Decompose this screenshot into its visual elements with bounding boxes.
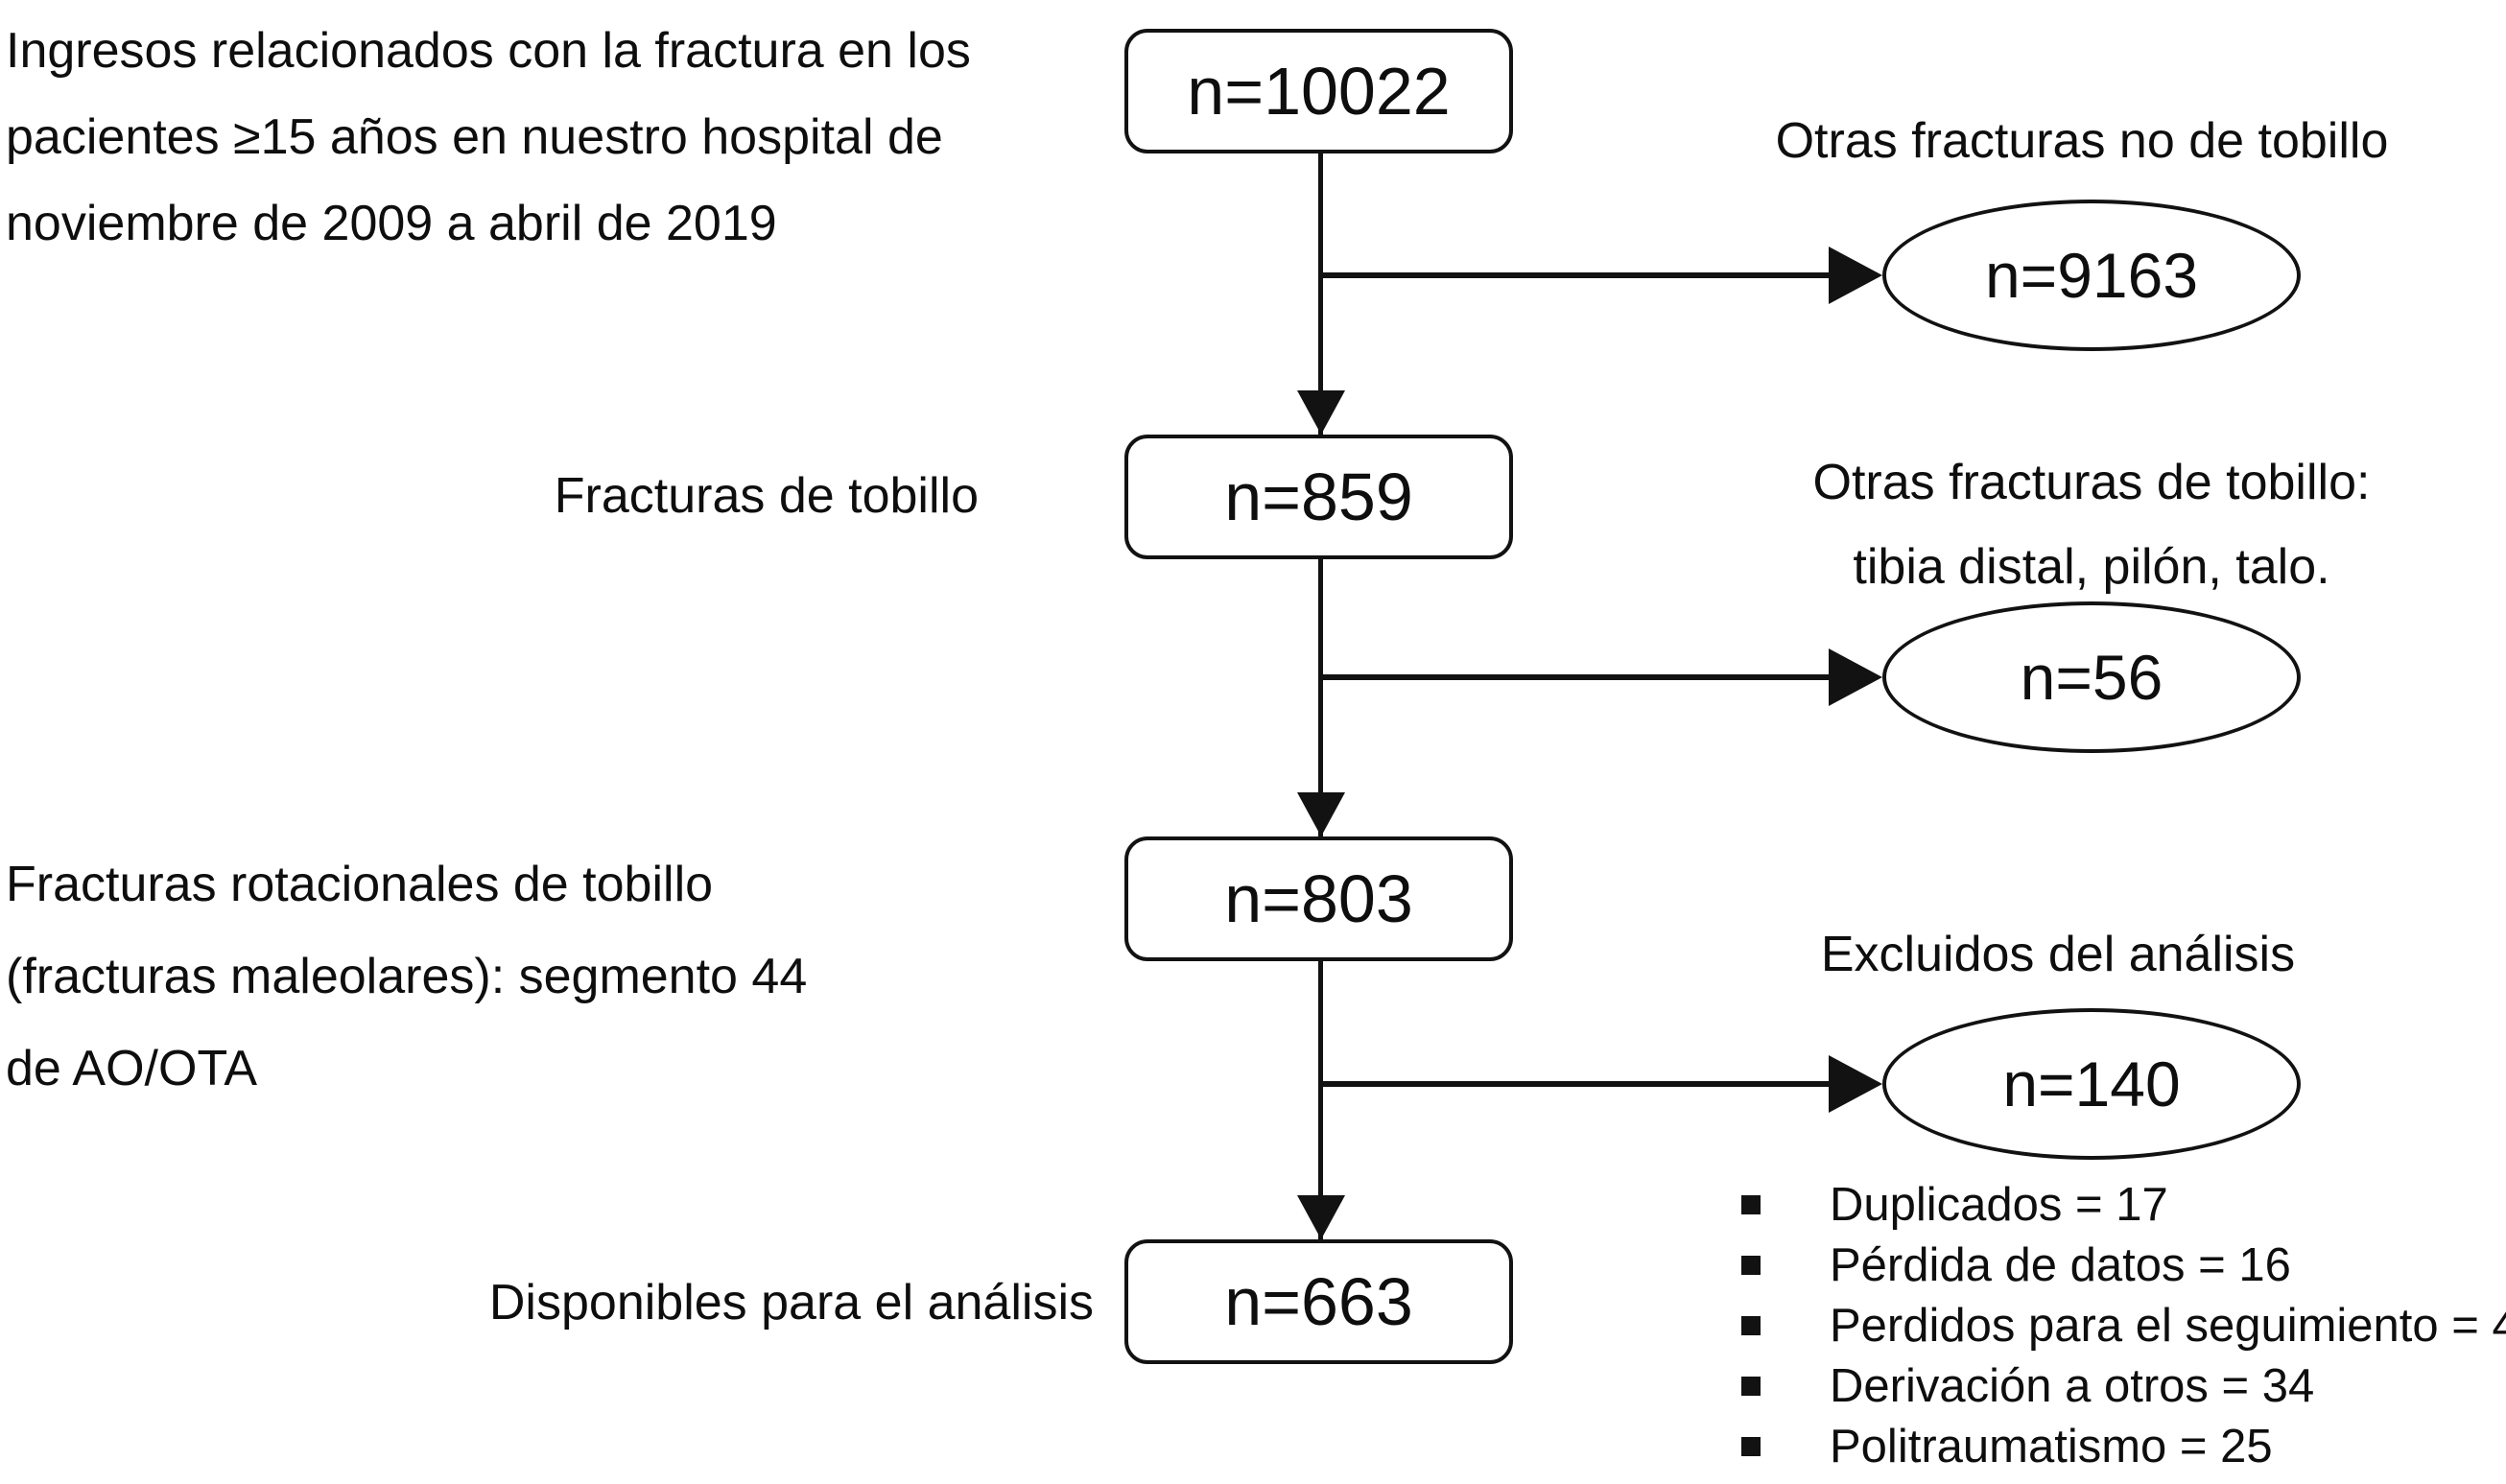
arrowhead-right-1-icon — [1829, 247, 1882, 304]
exclusion-detail-polytrauma: Politraumatismo = 25 — [1741, 1420, 2506, 1473]
flow-box-total-admissions: n=10022 — [1124, 29, 1513, 153]
arrowhead-down-1-icon — [1297, 390, 1345, 435]
exclusion-detail-duplicates-text: Duplicados = 17 — [1830, 1179, 2168, 1231]
arrowhead-right-2-icon — [1829, 648, 1882, 706]
connector-line-3 — [1318, 961, 1323, 1239]
exclusion-ellipse-non-ankle: n=9163 — [1882, 200, 2301, 351]
label-rotational-fractures-line1: Fracturas rotacionales de tobillo — [6, 857, 714, 912]
connector-line-2 — [1318, 559, 1323, 836]
exclusion-ellipse-excluded: n=140 — [1882, 1008, 2301, 1160]
arrowhead-down-2-icon — [1297, 792, 1345, 836]
bullet-square-icon — [1741, 1195, 1761, 1214]
label-study-population: Ingresos relacionados con la fractura en… — [6, 8, 971, 267]
branch-line-1 — [1320, 272, 1831, 278]
exclusion-detail-duplicates: Duplicados = 17 — [1741, 1178, 2506, 1232]
flow-box-available: n=663 — [1124, 1239, 1513, 1364]
exclusion-ellipse-other-ankle: n=56 — [1882, 601, 2301, 753]
exclusion-ellipse-other-ankle-value: n=56 — [2020, 642, 2163, 713]
exclusion-ellipse-non-ankle-value: n=9163 — [1984, 240, 2199, 311]
flow-box-rotational-fractures-value: n=803 — [1224, 861, 1413, 936]
label-rotational-fractures-line2: (fracturas maleolares): segmento 44 — [6, 949, 808, 1004]
label-rotational-fractures: Fracturas rotacionales de tobillo (fract… — [6, 838, 807, 1115]
exclusion-label-other-ankle-line2: tibia distal, pilón, talo. — [1853, 539, 2330, 595]
exclusion-detail-referral: Derivación a otros = 34 — [1741, 1359, 2506, 1413]
connector-line-1 — [1318, 153, 1323, 435]
arrowhead-down-3-icon — [1297, 1195, 1345, 1239]
bullet-square-icon — [1741, 1256, 1761, 1275]
exclusion-label-excluded-analysis: Excluidos del análisis — [1820, 927, 2296, 982]
label-rotational-fractures-line3: de AO/OTA — [6, 1041, 258, 1096]
flow-box-ankle-fractures: n=859 — [1124, 435, 1513, 559]
exclusion-ellipse-excluded-value: n=140 — [2002, 1048, 2181, 1119]
exclusion-label-other-ankle-line1: Otras fracturas de tobillo: — [1812, 455, 2371, 510]
flow-box-rotational-fractures: n=803 — [1124, 836, 1513, 961]
exclusion-detail-data-loss-text: Pérdida de datos = 16 — [1830, 1239, 2291, 1291]
flow-box-ankle-fractures-value: n=859 — [1224, 459, 1413, 534]
bullet-square-icon — [1741, 1316, 1761, 1335]
branch-line-3 — [1320, 1081, 1831, 1087]
exclusion-detail-lost-followup-text: Perdidos para el seguimiento = 48 — [1830, 1300, 2506, 1352]
exclusion-label-other-non-ankle: Otras fracturas no de tobillo — [1775, 113, 2389, 169]
label-available-for-analysis: Disponibles para el análisis — [488, 1275, 1094, 1331]
arrowhead-right-3-icon — [1829, 1055, 1882, 1113]
exclusion-detail-referral-text: Derivación a otros = 34 — [1830, 1360, 2315, 1412]
label-ankle-fractures: Fracturas de tobillo — [554, 468, 979, 524]
exclusion-detail-polytrauma-text: Politraumatismo = 25 — [1830, 1421, 2273, 1472]
label-study-population-line2: pacientes ≥15 años en nuestro hospital d… — [6, 109, 943, 165]
label-study-population-line3: noviembre de 2009 a abril de 2019 — [6, 196, 777, 251]
branch-line-2 — [1320, 674, 1831, 680]
exclusion-detail-lost-followup: Perdidos para el seguimiento = 48 — [1741, 1299, 2506, 1353]
exclusion-detail-data-loss: Pérdida de datos = 16 — [1741, 1238, 2506, 1292]
bullet-square-icon — [1741, 1377, 1761, 1396]
bullet-square-icon — [1741, 1437, 1761, 1456]
label-study-population-line1: Ingresos relacionados con la fractura en… — [6, 23, 971, 79]
flow-box-available-value: n=663 — [1224, 1264, 1413, 1339]
flow-box-total-admissions-value: n=10022 — [1187, 54, 1451, 129]
